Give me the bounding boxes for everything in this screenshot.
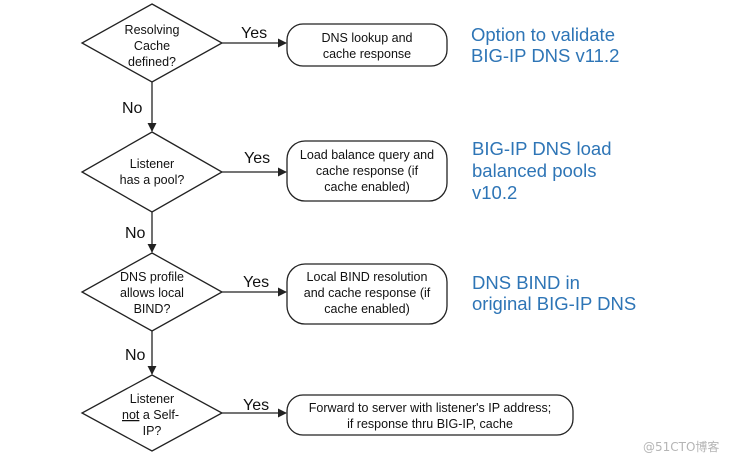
- no-label-2: No: [125, 225, 146, 242]
- decision-4-underlined-word: not: [122, 408, 140, 422]
- action-3-line-1: Local BIND resolution: [307, 270, 428, 284]
- decision-1-line-2: Cache: [134, 39, 170, 53]
- decision-2-line-1: Listener: [130, 157, 174, 171]
- action-2-line-2: cache response (if: [316, 164, 419, 178]
- action-3-line-3: cache enabled): [324, 302, 409, 316]
- note-3-line-2: original BIG-IP DNS: [472, 293, 636, 314]
- decision-1-line-3: defined?: [128, 55, 176, 69]
- action-1-line-2: cache response: [323, 47, 411, 61]
- decision-4-line-1: Listener: [130, 392, 174, 406]
- note-2-line-1: BIG-IP DNS load: [472, 138, 612, 159]
- yes-label-4: Yes: [243, 397, 269, 414]
- action-2-line-3: cache enabled): [324, 180, 409, 194]
- note-1-line-2: BIG-IP DNS v11.2: [471, 45, 619, 66]
- note-option-validate: Option to validate BIG-IP DNS v11.2: [471, 24, 619, 66]
- yes-label-2: Yes: [244, 150, 270, 167]
- decision-4-line-3: IP?: [143, 424, 162, 438]
- decision-3-line-1: DNS profile: [120, 270, 184, 284]
- action-1-line-1: DNS lookup and: [321, 31, 412, 45]
- decision-1-line-1: Resolving: [125, 23, 180, 37]
- no-label-1: No: [122, 100, 143, 117]
- action-2-line-1: Load balance query and: [300, 148, 434, 162]
- no-label-3: No: [125, 347, 146, 364]
- note-3-line-1: DNS BIND in: [472, 272, 580, 293]
- action-load-balance: Load balance query and cache response (i…: [286, 140, 448, 202]
- note-1-line-1: Option to validate: [471, 24, 615, 45]
- decision-3-line-3: BIND?: [134, 302, 171, 316]
- action-local-bind: Local BIND resolution and cache response…: [286, 263, 448, 325]
- decision-4-line-2: not a Self-: [122, 408, 179, 422]
- action-forward-server: Forward to server with listener's IP add…: [286, 394, 574, 436]
- action-3-line-2: and cache response (if: [304, 286, 431, 300]
- note-2-line-2: balanced pools: [472, 160, 596, 181]
- decision-4-line-2-rest: a Self-: [139, 408, 179, 422]
- decision-listener-pool: Listener has a pool?: [80, 131, 224, 213]
- decision-2-line-2: has a pool?: [120, 173, 185, 187]
- yes-label-3: Yes: [243, 274, 269, 291]
- note-load-balanced-pools: BIG-IP DNS load balanced pools v10.2: [472, 138, 612, 203]
- decision-resolving-cache: Resolving Cache defined?: [80, 3, 224, 83]
- decision-dns-profile: DNS profile allows local BIND?: [80, 252, 224, 332]
- decision-listener-self-ip: Listener not a Self- IP?: [80, 374, 224, 452]
- watermark-text: @51CTO博客: [643, 439, 719, 454]
- yes-label-1: Yes: [241, 25, 267, 42]
- action-4-line-2: if response thru BIG-IP, cache: [347, 417, 513, 431]
- action-4-line-1: Forward to server with listener's IP add…: [309, 401, 552, 415]
- action-dns-lookup: DNS lookup and cache response: [286, 23, 448, 67]
- note-dns-bind: DNS BIND in original BIG-IP DNS: [472, 272, 636, 314]
- decision-3-line-2: allows local: [120, 286, 184, 300]
- note-2-line-3: v10.2: [472, 182, 517, 203]
